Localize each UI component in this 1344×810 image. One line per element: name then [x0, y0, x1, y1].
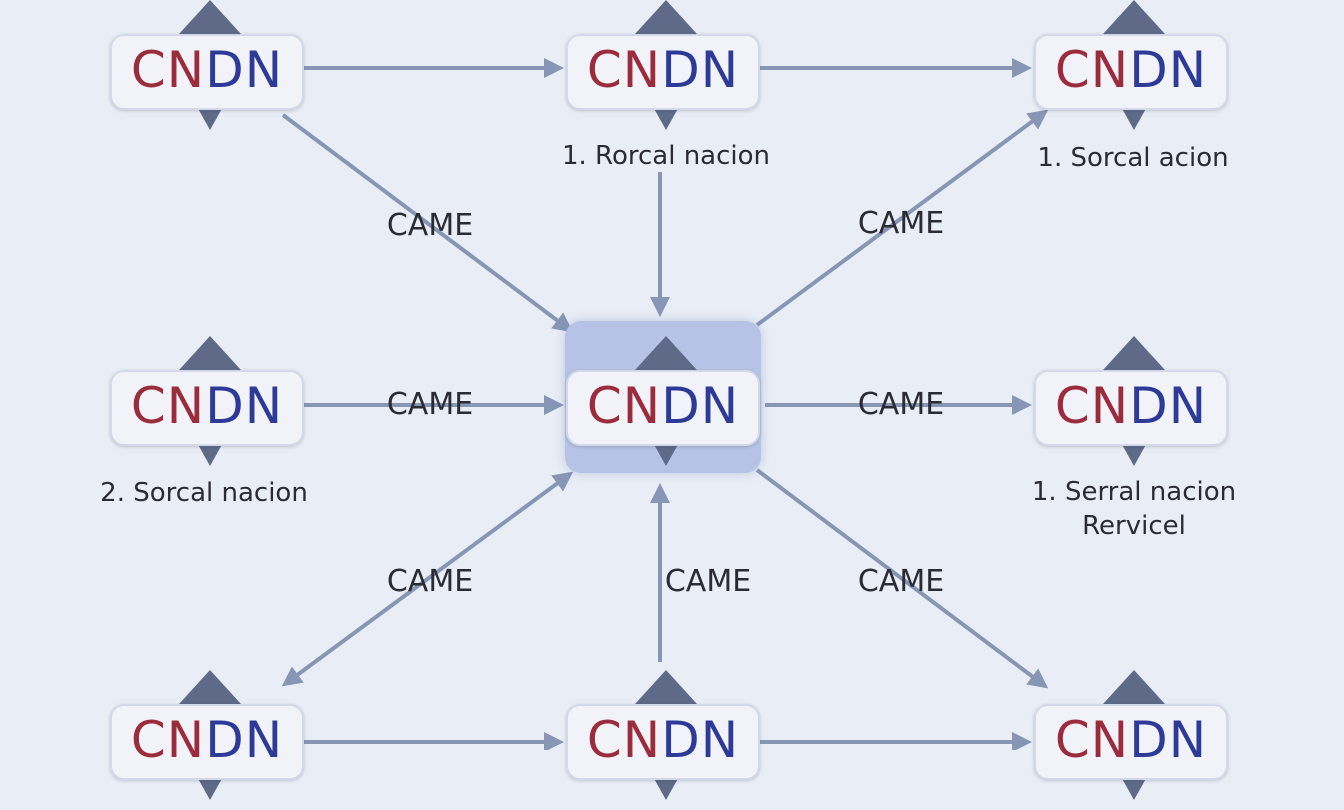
cndn-logo: CNDN — [130, 711, 284, 769]
cndn-logo: CNDN — [130, 41, 284, 99]
cndn-logo: CNDN — [1054, 377, 1208, 435]
caption-middle-right-line1: 1. Serral nacion — [1031, 477, 1237, 507]
node-bottom-left[interactable]: CNDN — [110, 670, 310, 810]
cndn-logo: CNDN — [586, 711, 740, 769]
cndn-logo: CNDN — [586, 41, 740, 99]
arrow-layer — [281, 58, 1049, 750]
caption-middle-left: 2. Sorcal nacion — [100, 478, 308, 508]
logo-card — [110, 370, 304, 446]
edge-label-middle-left-to-center: CAME — [386, 387, 474, 422]
caption-top-right: 1. Sorcal acion — [1037, 143, 1229, 173]
caption-top-center: 1. Rorcal nacion — [561, 141, 771, 171]
arrow-center-bottom-left — [281, 471, 574, 687]
node-middle-left[interactable]: CNDN — [110, 336, 310, 476]
logo-card — [1034, 370, 1228, 446]
logo-card — [566, 370, 760, 446]
logo-card — [566, 34, 760, 110]
cndn-logo: CNDN — [1054, 41, 1208, 99]
logo-card — [1034, 34, 1228, 110]
edge-label-top-left-to-center: CAME — [386, 208, 474, 243]
edge-label-center-to-bottom-left: CAME — [386, 564, 474, 599]
arrow-center-to-top-right — [755, 109, 1049, 327]
cndn-logo: CNDN — [586, 377, 740, 435]
edge-label-center-to-top-right: CAME — [857, 206, 945, 241]
node-bottom-right[interactable]: CNDN — [1034, 670, 1234, 810]
node-center[interactable]: CNDN — [566, 336, 766, 476]
arrow-center-to-bottom-right — [755, 468, 1049, 689]
edge-label-bottom-center-to-center: CAME — [664, 564, 752, 599]
node-middle-right[interactable]: CNDN — [1034, 336, 1234, 476]
node-bottom-center[interactable]: CNDN — [566, 670, 766, 810]
caption-middle-right-line2: Rervicel — [1082, 511, 1186, 541]
node-top-center[interactable]: CNDN — [566, 0, 766, 140]
arrow-top-left-to-center — [281, 113, 574, 333]
node-top-right[interactable]: CNDN — [1034, 0, 1234, 140]
edge-label-center-to-middle-right: CAME — [857, 387, 945, 422]
cndn-logo: CNDN — [1054, 711, 1208, 769]
node-top-left[interactable]: CNDN — [110, 0, 310, 140]
logo-card — [110, 34, 304, 110]
cndn-logo: CNDN — [130, 377, 284, 435]
edge-label-center-to-bottom-right: CAME — [857, 564, 945, 599]
